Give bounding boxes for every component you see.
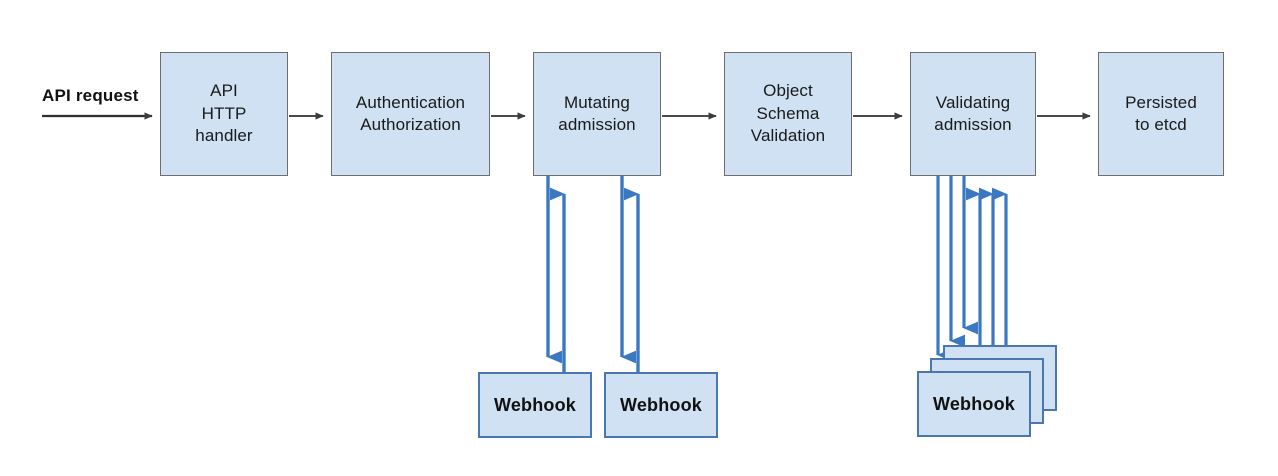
webhook-mutating-2[interactable]: Webhook [604,372,718,438]
stage-mutating-admission[interactable]: Mutating admission [533,52,661,176]
stage-validating-admission[interactable]: Validating admission [910,52,1036,176]
connector-validating-admission-to-validating-webhook-back [962,176,1008,372]
stage-api-http-handler[interactable]: API HTTP handler [160,52,288,176]
webhook-validating-front[interactable]: Webhook [917,371,1031,437]
stage-authentication-authorization[interactable]: Authentication Authorization [331,52,490,176]
connector-validating-admission-to-validating-webhook-front [936,176,995,372]
webhook-mutating-1[interactable]: Webhook [478,372,592,438]
stage-object-schema-validation[interactable]: Object Schema Validation [724,52,852,176]
connector-mutating-admission-to-mutating-webhook-1 [546,176,566,372]
stage-persisted-to-etcd[interactable]: Persisted to etcd [1098,52,1224,176]
entry-label: API request [42,86,139,105]
connector-mutating-admission-to-mutating-webhook-2 [620,176,640,372]
connector-validating-admission-to-validating-webhook-mid [949,176,982,372]
